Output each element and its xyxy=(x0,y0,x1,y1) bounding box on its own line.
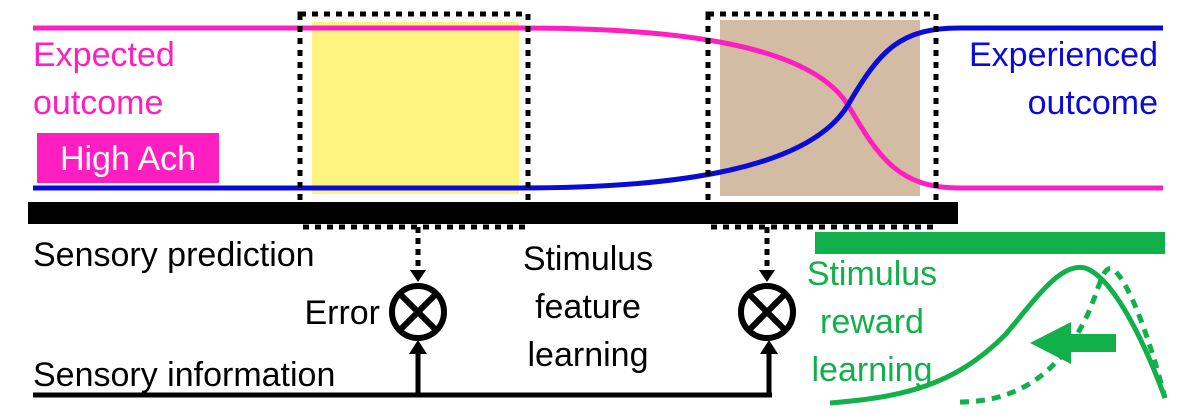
comparator-1-icon xyxy=(389,283,447,341)
window-1-frame xyxy=(297,11,531,230)
stimulus-reward-learning-label-3: learning xyxy=(812,351,933,389)
stimulus-feature-learning-label-1: Stimulus xyxy=(523,240,653,278)
reward-learning-bar xyxy=(815,232,1165,254)
experienced-outcome-label-1: Experienced xyxy=(969,36,1158,74)
expected-outcome-label-2: outcome xyxy=(33,84,163,122)
high-ach-label: High Ach xyxy=(60,140,196,178)
experienced-outcome-label-2: outcome xyxy=(1028,84,1158,122)
experienced-outcome-curve xyxy=(33,25,1163,191)
expected-outcome-curve xyxy=(33,25,1163,191)
reward-curve-solid xyxy=(829,264,1168,406)
stimulus-reward-learning-label-1: Stimulus xyxy=(807,255,937,293)
window-2-frame xyxy=(705,11,939,230)
shift-left-arrow-icon xyxy=(1030,322,1116,364)
stimulus-feature-learning-label-3: learning xyxy=(528,336,649,374)
comparator-2-icon xyxy=(738,283,796,341)
error-label: Error xyxy=(304,294,380,332)
connector-1-arrowhead xyxy=(410,270,426,282)
expected-outcome-label-1: Expected xyxy=(33,36,175,74)
sensory-prediction-label: Sensory prediction xyxy=(33,236,315,274)
high-ach-badge xyxy=(37,133,219,183)
window-1-fill xyxy=(312,22,519,194)
upward-arrow-1-head xyxy=(409,340,427,354)
upward-arrow-2-head xyxy=(760,340,778,354)
sensory-prediction-bar xyxy=(28,202,958,224)
connector-2-arrowhead xyxy=(759,270,775,282)
sensory-information-label: Sensory information xyxy=(33,356,335,394)
stimulus-reward-learning-label-2: reward xyxy=(820,303,924,341)
stimulus-feature-learning-label-2: feature xyxy=(535,288,641,326)
reward-curve-dotted xyxy=(959,266,1168,405)
